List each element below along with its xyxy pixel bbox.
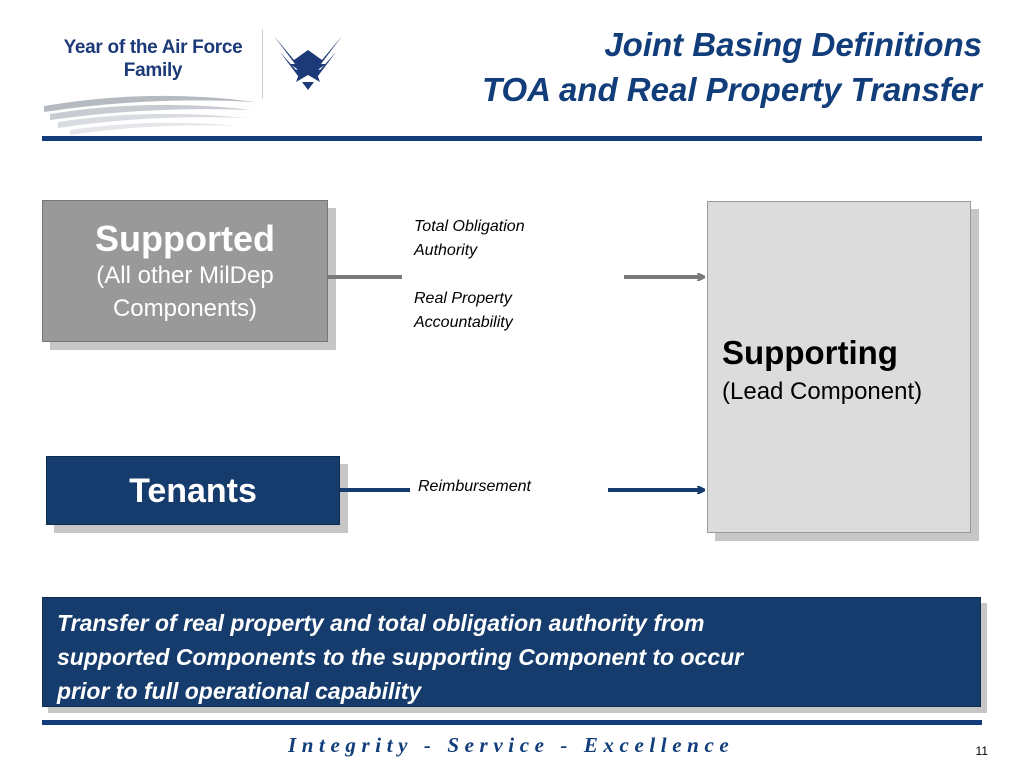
toa-label-line2: Authority bbox=[414, 242, 478, 259]
tenants-box: Tenants bbox=[46, 456, 340, 525]
page-number: 11 bbox=[975, 744, 988, 758]
logo-divider bbox=[262, 30, 263, 98]
rp-label: Real Property Accountability bbox=[414, 287, 513, 335]
logo-line2: Family bbox=[123, 60, 183, 81]
header-rule bbox=[42, 136, 982, 141]
toa-label-line1: Total Obligation bbox=[414, 218, 525, 235]
rp-label-line1: Real Property bbox=[414, 290, 512, 307]
footer-motto: Integrity - Service - Excellence bbox=[288, 733, 735, 757]
supporting-subtitle: (Lead Component) bbox=[722, 378, 923, 405]
supported-box: Supported (All other MilDep Components) bbox=[42, 200, 328, 342]
supporting-box: Supporting (Lead Component) bbox=[707, 201, 971, 533]
supported-title: Supported bbox=[95, 218, 275, 259]
logo-swoosh-icon bbox=[44, 95, 256, 135]
rp-label-line2: Accountability bbox=[414, 314, 513, 331]
reimbursement-label: Reimbursement bbox=[418, 478, 531, 495]
banner-line3: prior to full operational capability bbox=[57, 678, 422, 704]
toa-label: Total Obligation Authority bbox=[414, 215, 525, 263]
title-line2: TOA and Real Property Transfer bbox=[481, 71, 982, 108]
footer-rule bbox=[42, 720, 982, 725]
air-force-wings-icon bbox=[274, 36, 342, 90]
banner-line1: Transfer of real property and total obli… bbox=[57, 610, 705, 636]
logo-text: Year of the Air Force Family bbox=[48, 36, 258, 82]
logo-line1: Year of the Air Force bbox=[63, 37, 243, 58]
supporting-title: Supporting bbox=[722, 334, 898, 371]
banner-line2: supported Components to the supporting C… bbox=[57, 644, 744, 670]
page-title: Joint Basing Definitions TOA and Real Pr… bbox=[342, 22, 982, 112]
summary-banner: Transfer of real property and total obli… bbox=[42, 597, 981, 707]
supported-subtitle-line1: (All other MilDep bbox=[96, 262, 274, 289]
logo: Year of the Air Force Family bbox=[40, 26, 360, 135]
supported-subtitle-line2: Components) bbox=[112, 295, 258, 322]
tenants-title: Tenants bbox=[129, 472, 257, 510]
title-line1: Joint Basing Definitions bbox=[604, 26, 982, 63]
